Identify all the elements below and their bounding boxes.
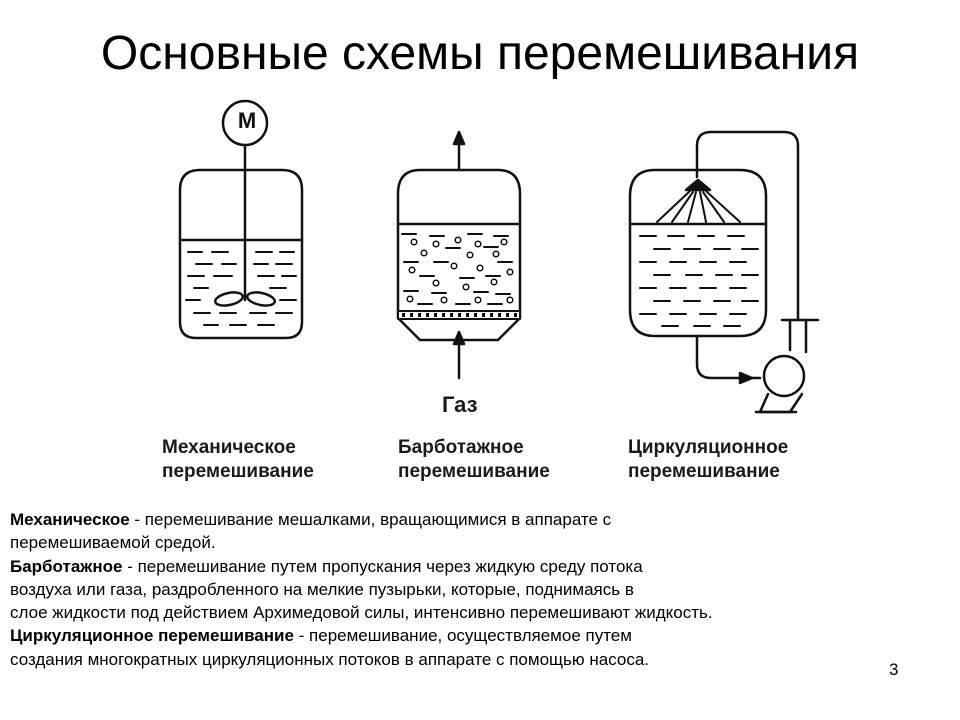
- spray-nozzle: [684, 178, 712, 192]
- caption-circulation-line1: Циркуляционное: [628, 437, 789, 458]
- suction-arrow: [738, 371, 754, 385]
- caption-circulation-line2: перемешивание: [628, 461, 780, 482]
- caption-bubbling-line1: Барботажное: [398, 437, 524, 458]
- desc-bubbling-line3: слое жидкости под действием Архимедовой …: [10, 603, 713, 623]
- term-circulation: Циркуляционное перемешивание: [10, 626, 294, 646]
- bubbling-vessel-body: [396, 168, 522, 342]
- circulation-vessel: [628, 130, 820, 414]
- term-mechanical: Механическое: [10, 510, 130, 529]
- slide-title: Основные схемы перемешивания: [100, 27, 860, 80]
- mechanical-liquid-dashes: [185, 251, 297, 326]
- caption-mechanical-line2: перемешивание: [162, 461, 314, 482]
- pump-casing: [762, 354, 806, 398]
- desc-bubbling-line2: воздуха или газа, раздробленного на мелк…: [10, 579, 634, 599]
- gas-outlet-arrow: [452, 130, 466, 146]
- gas-bubbles: [406, 236, 514, 304]
- impeller-blade-right: [245, 291, 277, 307]
- motor-label: М: [237, 108, 257, 133]
- desc-circulation-text1: - перемешивание, осуществляемое путем: [293, 626, 632, 646]
- mixing-schemes-diagram: [178, 99, 820, 414]
- pump-discharge: [788, 318, 808, 354]
- suction-pipe: [695, 334, 762, 380]
- caption-circulation: Циркуляционное перемешивание: [628, 436, 788, 484]
- circulation-vessel-body: [628, 168, 768, 338]
- desc-mechanical-line2: перемешиваемой средой.: [10, 533, 216, 553]
- mechanical-vessel-body: [178, 168, 304, 340]
- gas-label: Газ: [442, 392, 478, 417]
- description-text: Механическое - перемешивание мешалками, …: [10, 508, 950, 671]
- caption-mechanical: Механическое перемешивание: [162, 436, 314, 484]
- desc-circulation-line1: Циркуляционное перемешивание - перемешив…: [10, 624, 950, 647]
- mechanical-mixer-vessel: [178, 99, 304, 340]
- circulation-liquid-dashes: [639, 235, 759, 327]
- term-bubbling: Барботажное: [10, 556, 123, 576]
- caption-bubbling-line2: перемешивание: [398, 461, 550, 482]
- caption-bubbling: Барботажное перемешивание: [398, 436, 550, 484]
- desc-mechanical-text1: - перемешивание мешалками, вращающимися …: [129, 510, 612, 529]
- desc-bubbling-text1: - перемешивание путем пропускания через …: [122, 556, 643, 576]
- desc-mechanical-line1: Механическое - перемешивание мешалками, …: [10, 508, 950, 531]
- return-pipe: [695, 130, 800, 322]
- desc-circulation-line2: создания многократных циркуляционных пот…: [10, 649, 650, 669]
- gas-inlet-arrow: [452, 330, 466, 346]
- desc-bubbling-line1: Барботажное - перемешивание путем пропус…: [10, 555, 950, 578]
- distributor-holes: [402, 313, 517, 317]
- bubbling-vessel: [396, 130, 522, 380]
- spray-jets: [656, 190, 741, 223]
- page-number: 3: [889, 660, 899, 679]
- caption-mechanical-line1: Механическое: [162, 437, 296, 458]
- bubbling-liquid-dashes: [401, 233, 513, 305]
- impeller-blade-left: [213, 291, 245, 307]
